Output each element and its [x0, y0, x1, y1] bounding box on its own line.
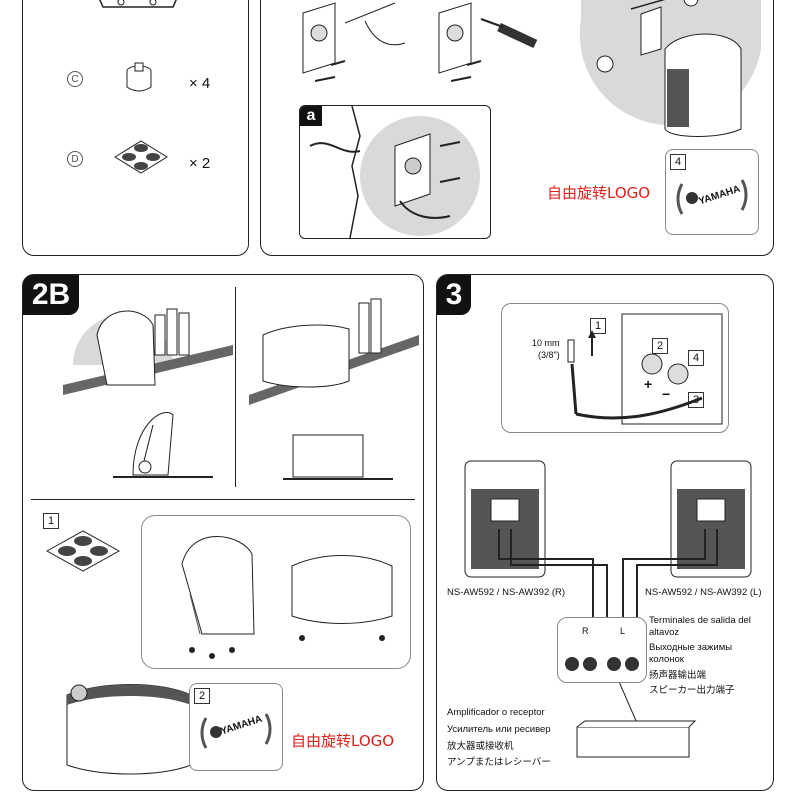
bracket-screw-illustration-2	[438, 2, 538, 82]
divider-vertical	[235, 287, 236, 487]
wire-detail-box: 10 mm (3/8") 1 2 4 3 + −	[501, 303, 729, 433]
amplifier-illustration	[576, 720, 697, 758]
logo-rotate-box-bottom: 2 YAMAHA	[189, 683, 283, 771]
amp-label-1: Amplificador o receptor	[447, 707, 545, 718]
wall-cable-illustration	[309, 106, 480, 238]
part-d-qty: × 2	[189, 155, 211, 172]
bracket-illustration	[99, 0, 177, 8]
terminal-posts	[565, 657, 639, 671]
wire-step-2: 2	[652, 338, 668, 354]
amp-terminal-block: R L	[557, 617, 647, 683]
terminal-r-label: R	[582, 626, 589, 636]
wire-connection-illustration	[567, 313, 723, 425]
upright-with-pads	[181, 536, 255, 659]
logo-rotate-note-top: 自由旋转LOGO	[547, 184, 651, 202]
logo-rotate-arrows	[676, 179, 748, 215]
step-1-marker: 1	[43, 513, 59, 529]
section-2B-label: 2B	[23, 275, 79, 315]
section-3-label: 3	[437, 275, 471, 315]
speaker-attach-illustration	[579, 0, 761, 137]
pad-sheet-icon	[114, 140, 168, 174]
part-d-label: D	[67, 151, 83, 167]
subpanel-a-label: a	[300, 106, 322, 126]
horizontal-with-pads	[291, 555, 393, 641]
output-label-1: Terminales de salida del	[649, 615, 751, 626]
logo-rotate-arrows-2	[200, 713, 272, 749]
amp-label-4: アンプまたはレシーバー	[447, 757, 551, 768]
panel-3-wiring: 3 10 mm (3/8") 1 2 4 3 + − NS-AW592 / NS…	[436, 274, 774, 791]
step-2-marker: 2	[194, 688, 210, 704]
speaker-left-back	[670, 460, 752, 578]
strip-length-inch: (3/8")	[538, 350, 560, 360]
output-label-2: altavoz	[649, 627, 680, 638]
spacer-icon	[126, 62, 152, 92]
upright-profile	[113, 412, 213, 478]
speaker-front-illustration	[66, 684, 192, 775]
shelf-upright-speaker	[63, 308, 233, 395]
terminal-plus: +	[644, 376, 653, 392]
bracket-screw-illustration-1	[302, 2, 406, 82]
speaker-right-back	[464, 460, 546, 578]
panel-wall-mount: a 4 YAMAHA 自由旋转LOGO	[260, 0, 774, 256]
pads-attach-box	[141, 515, 411, 669]
speaker-right-model: NS-AW592 / NS-AW392 (R)	[447, 587, 566, 598]
part-c-label: C	[67, 71, 83, 87]
panel-parts: C × 4 D × 2	[22, 0, 249, 256]
subpanel-a: a	[299, 105, 491, 239]
logo-rotate-note-bottom: 自由旋转LOGO	[291, 732, 395, 750]
output-label-3: Выходные зажимы	[649, 642, 733, 653]
output-label-5: 扬声器输出端	[649, 670, 707, 681]
terminal-l-label: L	[620, 626, 626, 636]
divider-horizontal	[31, 499, 415, 500]
part-c-qty: × 4	[189, 75, 211, 92]
shelf-horizontal-speaker	[249, 298, 419, 405]
output-label-6: スピーカー出力端子	[649, 685, 735, 696]
wire-step-4: 4	[688, 350, 704, 366]
logo-rotate-box-top: 4 YAMAHA	[665, 149, 759, 235]
output-label-4: колонок	[649, 654, 684, 665]
speaker-cables	[498, 529, 718, 724]
wire-step-1: 1	[590, 318, 606, 334]
speaker-left-model: NS-AW592 / NS-AW392 (L)	[645, 587, 762, 598]
amp-label-3: 放大器或接收机	[447, 741, 514, 752]
strip-length: 10 mm	[532, 338, 560, 348]
panel-2B: 2B 1	[22, 274, 424, 791]
pad-sheet-step1	[45, 530, 121, 572]
amp-label-2: Усилитель или ресивер	[447, 724, 551, 735]
step-4-marker: 4	[670, 154, 686, 170]
horizontal-profile	[283, 434, 393, 480]
terminal-minus: −	[662, 386, 671, 402]
